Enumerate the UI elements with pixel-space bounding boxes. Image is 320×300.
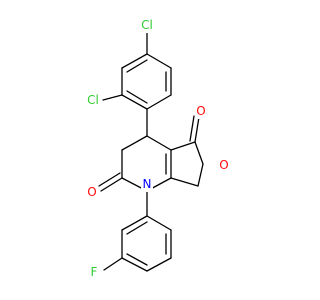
atom-label-bg (218, 158, 230, 173)
bond (100, 177, 123, 192)
atom-label-bg (86, 185, 98, 200)
bond (102, 94, 123, 101)
atom-o-carbonyl-left: O (87, 185, 96, 199)
bond (103, 257, 123, 271)
atom-label-bg (195, 104, 207, 119)
bond (194, 116, 200, 143)
atom-label-bg (84, 93, 101, 108)
bond (126, 90, 148, 104)
atom-label-bg (89, 265, 100, 280)
bond (197, 163, 204, 187)
bond (146, 94, 172, 110)
bond (121, 257, 148, 272)
bond (126, 253, 148, 266)
bond (98, 172, 121, 187)
atom-label-group: Cl Cl O O O N F (84, 18, 230, 280)
molecule-structure: Cl Cl O O O N F (0, 0, 300, 300)
bond-group (98, 30, 204, 272)
bond (121, 215, 148, 231)
atom-o-ring: O (219, 158, 228, 172)
atom-o-carbonyl-top: O (196, 104, 205, 118)
bond (126, 221, 148, 235)
atom-cl-top: Cl (141, 18, 153, 32)
bond (170, 141, 196, 151)
bond (121, 94, 148, 110)
bond (170, 177, 199, 187)
bond (146, 53, 172, 69)
bond (189, 115, 195, 142)
bond (121, 53, 148, 69)
bond (146, 135, 172, 151)
atom-cl-left: Cl (87, 93, 99, 107)
atom-f: F (91, 265, 98, 279)
bond (194, 141, 204, 165)
bond (126, 59, 148, 73)
bond (121, 135, 148, 151)
atom-n: N (143, 177, 152, 191)
atom-label-bg (139, 18, 156, 33)
bond (146, 215, 172, 231)
background (0, 0, 300, 300)
bond (146, 257, 172, 272)
atom-label-bg (141, 177, 153, 192)
